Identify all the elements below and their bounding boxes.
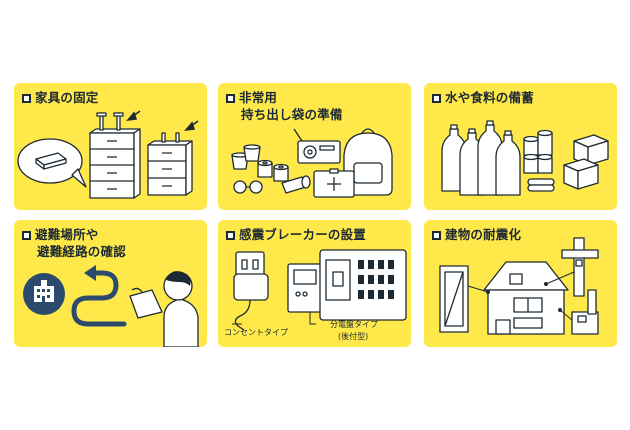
card-title: 非常用 持ち出し袋の準備	[226, 89, 343, 123]
card-furniture-fixing: 家具の固定	[14, 83, 207, 210]
furniture-illustration	[17, 110, 199, 199]
checkbox-icon	[226, 94, 235, 103]
checkbox-icon	[432, 94, 441, 103]
water-food-illustration	[441, 120, 609, 196]
checkbox-icon	[22, 231, 31, 240]
evacuation-illustration	[23, 265, 199, 347]
card-title: 感震ブレーカーの設置	[226, 226, 366, 243]
emergency-supplies-illustration	[231, 128, 393, 198]
panel-type-sublabel: (後付型)	[338, 332, 369, 341]
panel-type-label: 分電盤タイプ	[330, 320, 378, 329]
card-title: 建物の耐震化	[432, 226, 521, 243]
breaker-illustration	[232, 249, 407, 331]
card-evacuation: 避難場所や 避難経路の確認	[14, 220, 207, 347]
checkbox-icon	[22, 94, 31, 103]
card-water-food: 水や食料の備蓄	[424, 83, 617, 210]
checkbox-icon	[432, 231, 441, 240]
card-title: 避難場所や 避難経路の確認	[22, 226, 126, 260]
card-title: 家具の固定	[22, 89, 99, 106]
card-title: 水や食料の備蓄	[432, 89, 534, 106]
card-emergency-bag: 非常用 持ち出し袋の準備	[218, 83, 411, 210]
checkbox-icon	[226, 231, 235, 240]
building-retrofit-illustration	[439, 237, 599, 335]
card-seismic-retrofit: 建物の耐震化	[424, 220, 617, 347]
outlet-type-label: コンセントタイプ	[224, 328, 288, 337]
card-seismic-breaker: 感震ブレーカーの設置	[218, 220, 411, 347]
